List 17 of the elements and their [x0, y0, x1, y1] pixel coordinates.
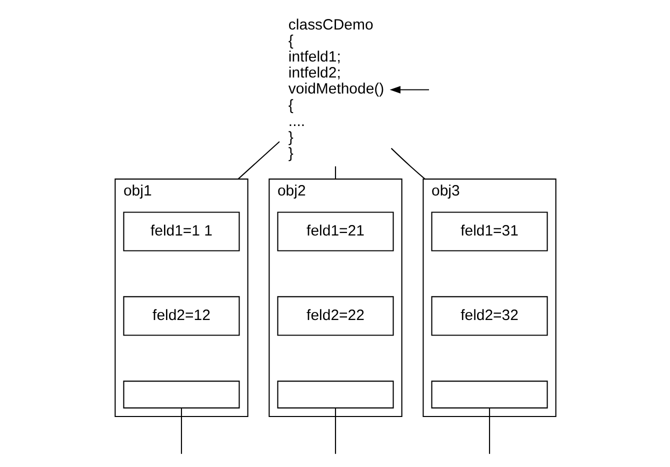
arrow: [389, 86, 429, 93]
connector: [180, 408, 182, 454]
node-box: [122, 380, 240, 408]
connector: [237, 140, 280, 179]
node-box: [430, 380, 548, 408]
connector: [334, 166, 336, 179]
connector: [390, 147, 425, 179]
connector: [488, 408, 490, 454]
connector: [334, 408, 336, 454]
node-box: feld2=32: [430, 296, 548, 336]
node-box: feld1=31: [430, 211, 548, 251]
node-text: classCDemo { intfeld1; intfeld2; voidMethode() { .... } }: [288, 16, 384, 162]
node-box: feld1=1 1: [122, 211, 240, 251]
node-box: feld1=21: [276, 211, 394, 251]
node-box: feld2=22: [276, 296, 394, 336]
node-box: [276, 380, 394, 408]
node-box: feld2=12: [122, 296, 240, 336]
